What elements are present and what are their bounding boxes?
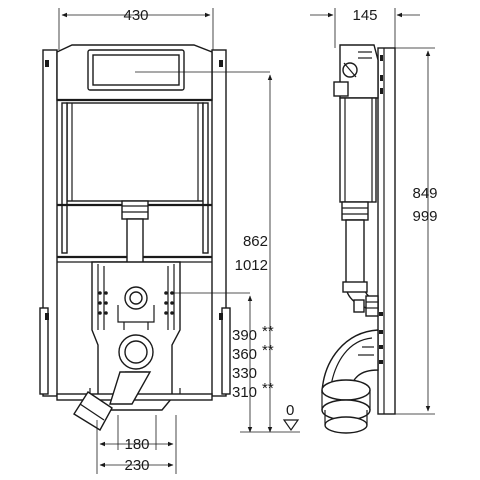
level-390-mark: **: [262, 323, 274, 340]
level-330: 330: [232, 365, 257, 382]
level-360: 360 **: [232, 342, 274, 363]
height-dimension: 862 1012: [235, 74, 273, 433]
level-310: 310 **: [232, 380, 274, 401]
level-310-mark: **: [262, 380, 274, 397]
level-triangle-icon: [282, 419, 300, 432]
level-dimensions: 390 ** 360 ** 330 310 ** 0: [232, 295, 300, 433]
cistern-side: [339, 97, 377, 203]
cistern: [61, 102, 209, 254]
flush-pipe: [121, 200, 149, 264]
front-view: 430: [39, 7, 300, 474]
height-862-label: 862: [243, 233, 268, 250]
dim-230-label: 230: [124, 457, 149, 474]
svg-text:310: 310: [232, 384, 257, 401]
level-zero: 0: [282, 402, 300, 432]
flush-pipe-side: [341, 201, 379, 311]
width-label: 430: [123, 7, 148, 24]
depth-label: 145: [352, 7, 377, 24]
level-360-mark: **: [262, 342, 274, 359]
wall-rail: [377, 47, 396, 415]
drain-bend: [73, 371, 152, 431]
left-upright: [39, 49, 58, 397]
svg-text:330: 330: [232, 365, 257, 382]
svg-text:0: 0: [286, 402, 294, 419]
depth-dimension: 145: [310, 7, 420, 48]
side-height-dimension: 849 999: [395, 47, 438, 415]
side-height-999-label: 999: [412, 208, 437, 225]
width-dimension: 430: [58, 7, 214, 50]
bottom-dimensions: 180 230: [96, 415, 177, 474]
bolt-holes: [98, 291, 174, 315]
level-390: 390 **: [232, 323, 274, 344]
right-upright: [211, 49, 231, 397]
lower-bracket-side: [353, 295, 379, 317]
height-1012-label: 1012: [235, 257, 268, 274]
side-height-849-label: 849: [412, 185, 437, 202]
top-bracket: [333, 44, 379, 99]
drain-elbow: [321, 329, 379, 434]
side-view: 145: [310, 7, 438, 434]
svg-text:360: 360: [232, 346, 257, 363]
svg-text:390: 390: [232, 327, 257, 344]
dim-180-label: 180: [124, 436, 149, 453]
top-frame: [56, 44, 213, 102]
lower-frame: [91, 261, 181, 411]
